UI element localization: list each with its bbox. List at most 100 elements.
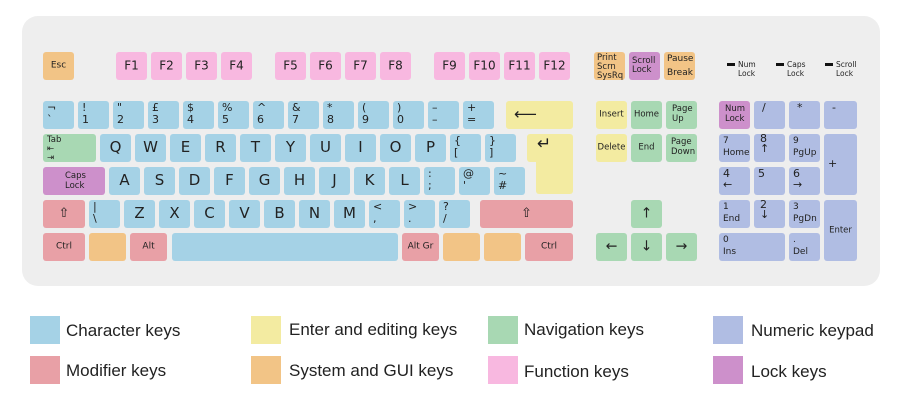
digit-3-key[interactable]: £ 3 [148,101,179,129]
n-key[interactable]: N [299,200,330,228]
numpad-5-key[interactable]: 5 [754,167,785,195]
c-key[interactable]: C [194,200,225,228]
digit-4-key[interactable]: $ 4 [183,101,214,129]
right-gui-key[interactable] [443,233,480,261]
q-key[interactable]: Q [100,134,131,162]
z-key[interactable]: Z [124,200,155,228]
right-bracket-key[interactable]: } ] [485,134,516,162]
esc-key[interactable]: Esc [43,52,74,80]
f12-key[interactable]: F12 [539,52,570,80]
caps-lock-key[interactable]: Caps Lock [43,167,105,195]
f7-key[interactable]: F7 [345,52,376,80]
semicolon-key[interactable]: : ; [424,167,455,195]
enter-key-top[interactable]: ↵ [527,134,573,162]
j-key[interactable]: J [319,167,350,195]
arrow-down-key[interactable]: ↓ [631,233,662,261]
tab-key[interactable]: Tab ⇤ ⇥ [43,134,96,163]
digit-0-key[interactable]: ) 0 [393,101,424,129]
numpad-2-key[interactable]: 2 ↓ [754,199,785,228]
minus-key[interactable]: – – [428,101,459,129]
numpad-plus-key[interactable]: + [824,134,857,195]
digit-7-key[interactable]: & 7 [288,101,319,129]
numpad-divide-key[interactable]: / [754,101,785,129]
u-key[interactable]: U [310,134,341,162]
numpad-0-key[interactable]: 0 Ins [719,233,785,261]
equals-key[interactable]: + = [463,101,494,129]
v-key[interactable]: V [229,200,260,228]
f-key[interactable]: F [214,167,245,195]
period-key[interactable]: > . [404,200,435,228]
backtick-key[interactable]: ¬ ` [43,101,74,129]
print-screen-key[interactable]: Print Scrn SysRq [594,52,625,80]
d-key[interactable]: D [179,167,210,195]
alt-key[interactable]: Alt [130,233,167,261]
e-key[interactable]: E [170,134,201,162]
page-up-key[interactable]: Page Up [666,101,697,129]
f1-key[interactable]: F1 [116,52,147,80]
s-key[interactable]: S [144,167,175,195]
numpad-enter-key[interactable]: Enter [824,200,857,261]
f11-key[interactable]: F11 [504,52,535,80]
left-bracket-key[interactable]: { [ [450,134,481,162]
backspace-key[interactable]: ⟵ [506,101,573,129]
g-key[interactable]: G [249,167,280,195]
numpad-6-key[interactable]: 6 → [789,167,820,195]
numpad-decimal-key[interactable]: . Del [789,233,820,261]
arrow-right-key[interactable]: → [666,233,697,261]
digit-6-key[interactable]: ^ 6 [253,101,284,129]
k-key[interactable]: K [354,167,385,195]
i-key[interactable]: I [345,134,376,162]
digit-1-key[interactable]: ! 1 [78,101,109,129]
space-bar[interactable] [172,233,398,261]
r-key[interactable]: R [205,134,236,162]
numpad-minus-key[interactable]: - [824,101,857,129]
arrow-left-key[interactable]: ← [596,233,627,261]
backslash-key[interactable]: | \ [89,200,120,228]
x-key[interactable]: X [159,200,190,228]
f5-key[interactable]: F5 [275,52,306,80]
f4-key[interactable]: F4 [221,52,252,80]
h-key[interactable]: H [284,167,315,195]
a-key[interactable]: A [109,167,140,195]
f3-key[interactable]: F3 [186,52,217,80]
insert-key[interactable]: Insert [596,101,627,129]
numpad-3-key[interactable]: 3 PgDn [789,200,820,228]
o-key[interactable]: O [380,134,411,162]
numpad-1-key[interactable]: 1 End [719,200,750,228]
f9-key[interactable]: F9 [434,52,465,80]
digit-5-key[interactable]: % 5 [218,101,249,129]
arrow-up-key[interactable]: ↑ [631,200,662,228]
numpad-9-key[interactable]: 9 PgUp [789,134,820,162]
delete-key[interactable]: Delete [596,134,627,162]
t-key[interactable]: T [240,134,271,162]
f6-key[interactable]: F6 [310,52,341,80]
hash-key[interactable]: ~ # [494,167,525,195]
right-ctrl-key[interactable]: Ctrl [525,233,573,261]
numpad-7-key[interactable]: 7 Home [719,134,750,162]
y-key[interactable]: Y [275,134,306,162]
b-key[interactable]: B [264,200,295,228]
numpad-multiply-key[interactable]: * [789,101,820,129]
m-key[interactable]: M [334,200,365,228]
left-ctrl-key[interactable]: Ctrl [43,233,85,261]
num-lock-key[interactable]: Num Lock [719,101,750,129]
alt-gr-key[interactable]: Alt Gr [402,233,439,261]
left-gui-key[interactable] [89,233,126,261]
f8-key[interactable]: F8 [380,52,411,80]
enter-key-bottom[interactable] [536,160,573,194]
p-key[interactable]: P [415,134,446,162]
quote-key[interactable]: @ ' [459,167,490,195]
left-shift-key[interactable]: ⇧ [43,200,85,228]
digit-9-key[interactable]: ( 9 [358,101,389,129]
right-shift-key[interactable]: ⇧ [480,200,573,228]
slash-key[interactable]: ? / [439,200,470,228]
scroll-lock-key[interactable]: Scroll Lock [629,52,660,80]
home-key[interactable]: Home [631,101,662,129]
comma-key[interactable]: < , [369,200,400,228]
digit-2-key[interactable]: " 2 [113,101,144,129]
w-key[interactable]: W [135,134,166,162]
l-key[interactable]: L [389,167,420,195]
numpad-8-key[interactable]: 8 ↑ [754,133,785,162]
page-down-key[interactable]: Page Down [666,134,697,162]
end-key[interactable]: End [631,134,662,162]
